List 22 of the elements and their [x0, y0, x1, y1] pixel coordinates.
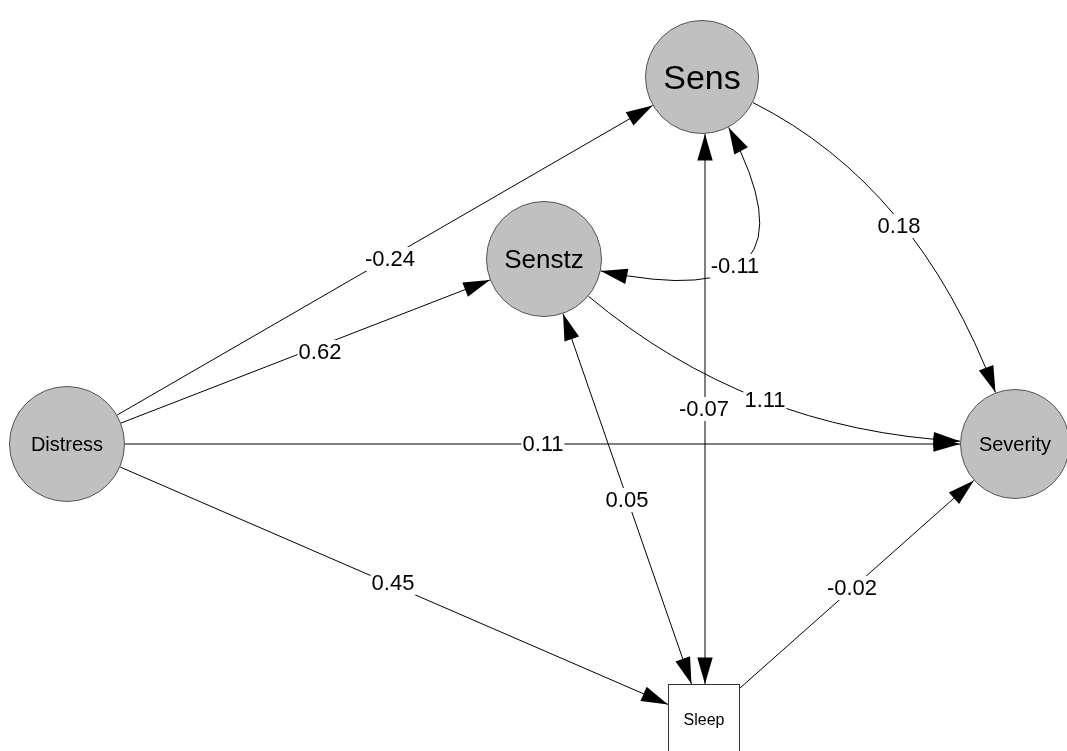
path-coefficient: -0.24 [363, 247, 417, 271]
path-coefficient: 1.11 [743, 388, 787, 412]
path-coefficient: -0.07 [677, 397, 731, 421]
variable-name: Sleep [683, 711, 725, 729]
path-arrow [739, 480, 975, 689]
path-coefficient: -0.02 [825, 576, 879, 600]
path-arrow [119, 466, 669, 705]
path-coefficient: -0.11 [709, 254, 761, 278]
variable-name: Senstz [504, 243, 584, 275]
variable-name: Severity [978, 432, 1052, 456]
observed-variable-box [668, 684, 740, 751]
path-arrow [124, 436, 961, 452]
path-arrow [562, 313, 692, 685]
path-coefficient: 0.05 [604, 488, 650, 512]
path-coefficient: 0.18 [876, 214, 922, 238]
path-arrow [587, 295, 961, 447]
path-arrow [120, 279, 491, 424]
path-arrow [116, 105, 654, 416]
path-arrow [752, 102, 997, 394]
variable-name: Distress [30, 432, 104, 456]
variable-name: Sens [663, 57, 741, 97]
path-arrow [697, 133, 713, 685]
